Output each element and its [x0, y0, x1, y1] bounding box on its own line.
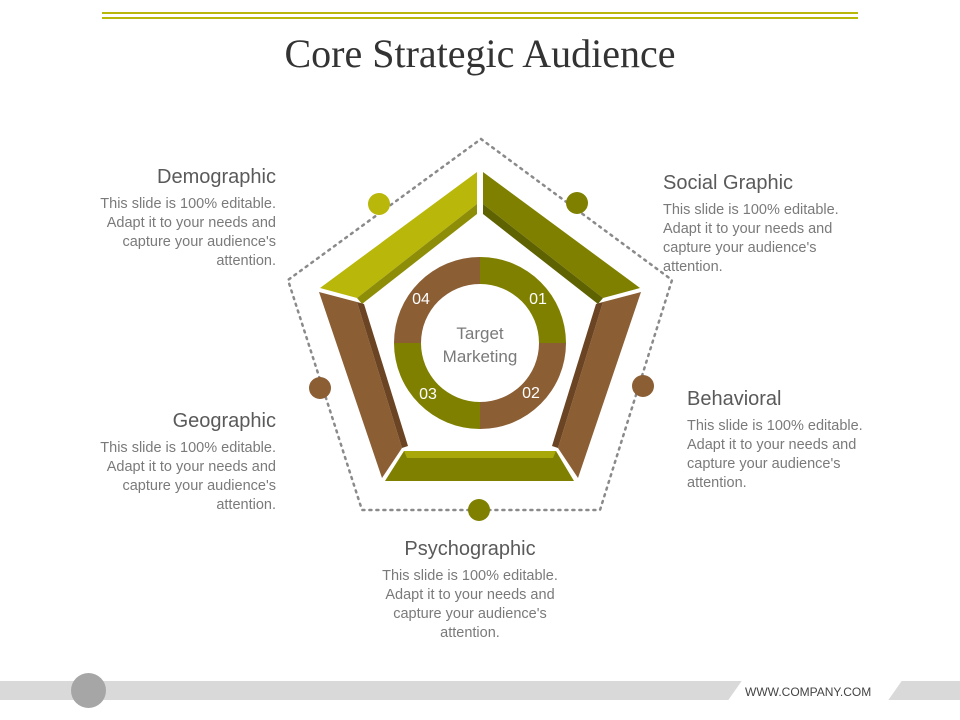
body-line: Adapt it to your needs and	[687, 437, 857, 453]
ring-quadrant-03	[394, 343, 480, 429]
heading-behavioral: Behavioral	[687, 388, 782, 410]
segment-geographic	[319, 292, 402, 478]
top-rule	[102, 12, 858, 14]
slide-title: Core Strategic Audience	[284, 31, 676, 76]
body-line: Adapt it to your needs and	[106, 459, 276, 475]
ring-quadrant-04	[394, 257, 480, 343]
body-line: Adapt it to your needs and	[663, 221, 833, 237]
body-line: Adapt it to your needs and	[106, 215, 276, 231]
ring-number-02: 02	[522, 385, 540, 402]
dot-behavioral	[632, 375, 654, 397]
segment-social	[483, 172, 640, 298]
block-geographic: Geographic This slide is 100% editable. …	[36, 410, 276, 515]
body-line: This slide is 100% editable.	[382, 568, 558, 584]
segment-geographic-inner	[357, 302, 408, 448]
heading-geographic: Geographic	[172, 410, 276, 432]
center-label-line1: Target	[456, 324, 504, 343]
block-demographic: Demographic This slide is 100% editable.…	[36, 166, 276, 271]
body-social: This slide is 100% editable. Adapt it to…	[663, 201, 903, 277]
heading-demographic: Demographic	[157, 166, 276, 188]
footer-circle	[71, 673, 106, 708]
body-demographic: This slide is 100% editable. Adapt it to…	[36, 195, 276, 271]
body-line: capture your audience's	[393, 606, 547, 622]
dot-social	[566, 192, 588, 214]
body-line: This slide is 100% editable.	[663, 202, 839, 218]
body-line: Adapt it to your needs and	[385, 587, 555, 603]
dot-demographic	[368, 193, 390, 215]
body-line: This slide is 100% editable.	[687, 418, 863, 434]
block-social: Social Graphic This slide is 100% editab…	[663, 172, 903, 277]
ring-number-01: 01	[529, 291, 547, 308]
body-line: capture your audience's	[122, 478, 276, 494]
segment-demographic	[320, 172, 477, 298]
body-line: attention.	[216, 253, 276, 269]
segment-behavioral-inner	[552, 302, 603, 448]
block-behavioral: Behavioral This slide is 100% editable. …	[687, 388, 927, 493]
body-line: capture your audience's	[122, 234, 276, 250]
body-line: attention.	[663, 259, 723, 275]
ring-number-04: 04	[412, 291, 430, 308]
body-line: This slide is 100% editable.	[100, 440, 276, 456]
body-geographic: This slide is 100% editable. Adapt it to…	[36, 439, 276, 515]
top-rule-secondary	[102, 17, 858, 19]
body-behavioral: This slide is 100% editable. Adapt it to…	[687, 417, 927, 493]
segment-social-inner	[483, 204, 603, 304]
footer-url: WWW.COMPANY.COM	[745, 685, 872, 699]
segment-behavioral	[558, 292, 641, 478]
body-line: attention.	[216, 497, 276, 513]
body-line: capture your audience's	[687, 456, 841, 472]
heading-psychographic: Psychographic	[404, 538, 536, 560]
segment-demographic-inner	[357, 204, 477, 304]
body-line: attention.	[440, 625, 500, 641]
body-line: attention.	[687, 475, 747, 491]
body-psychographic: This slide is 100% editable. Adapt it to…	[350, 567, 590, 643]
ring-quadrant-02	[480, 343, 566, 429]
ring-number-03: 03	[419, 386, 437, 403]
body-line: capture your audience's	[663, 240, 817, 256]
segment-psychographic	[385, 451, 574, 481]
ring-quadrant-01	[480, 257, 566, 343]
body-line: This slide is 100% editable.	[100, 196, 276, 212]
footer-bar	[0, 681, 760, 700]
footer-bar-right	[880, 681, 960, 700]
heading-social: Social Graphic	[663, 172, 794, 194]
block-psychographic: Psychographic This slide is 100% editabl…	[350, 538, 590, 643]
center-label-line2: Marketing	[443, 347, 518, 366]
dot-geographic	[309, 377, 331, 399]
segment-psychographic-top	[404, 451, 556, 458]
dot-psychographic	[468, 499, 490, 521]
